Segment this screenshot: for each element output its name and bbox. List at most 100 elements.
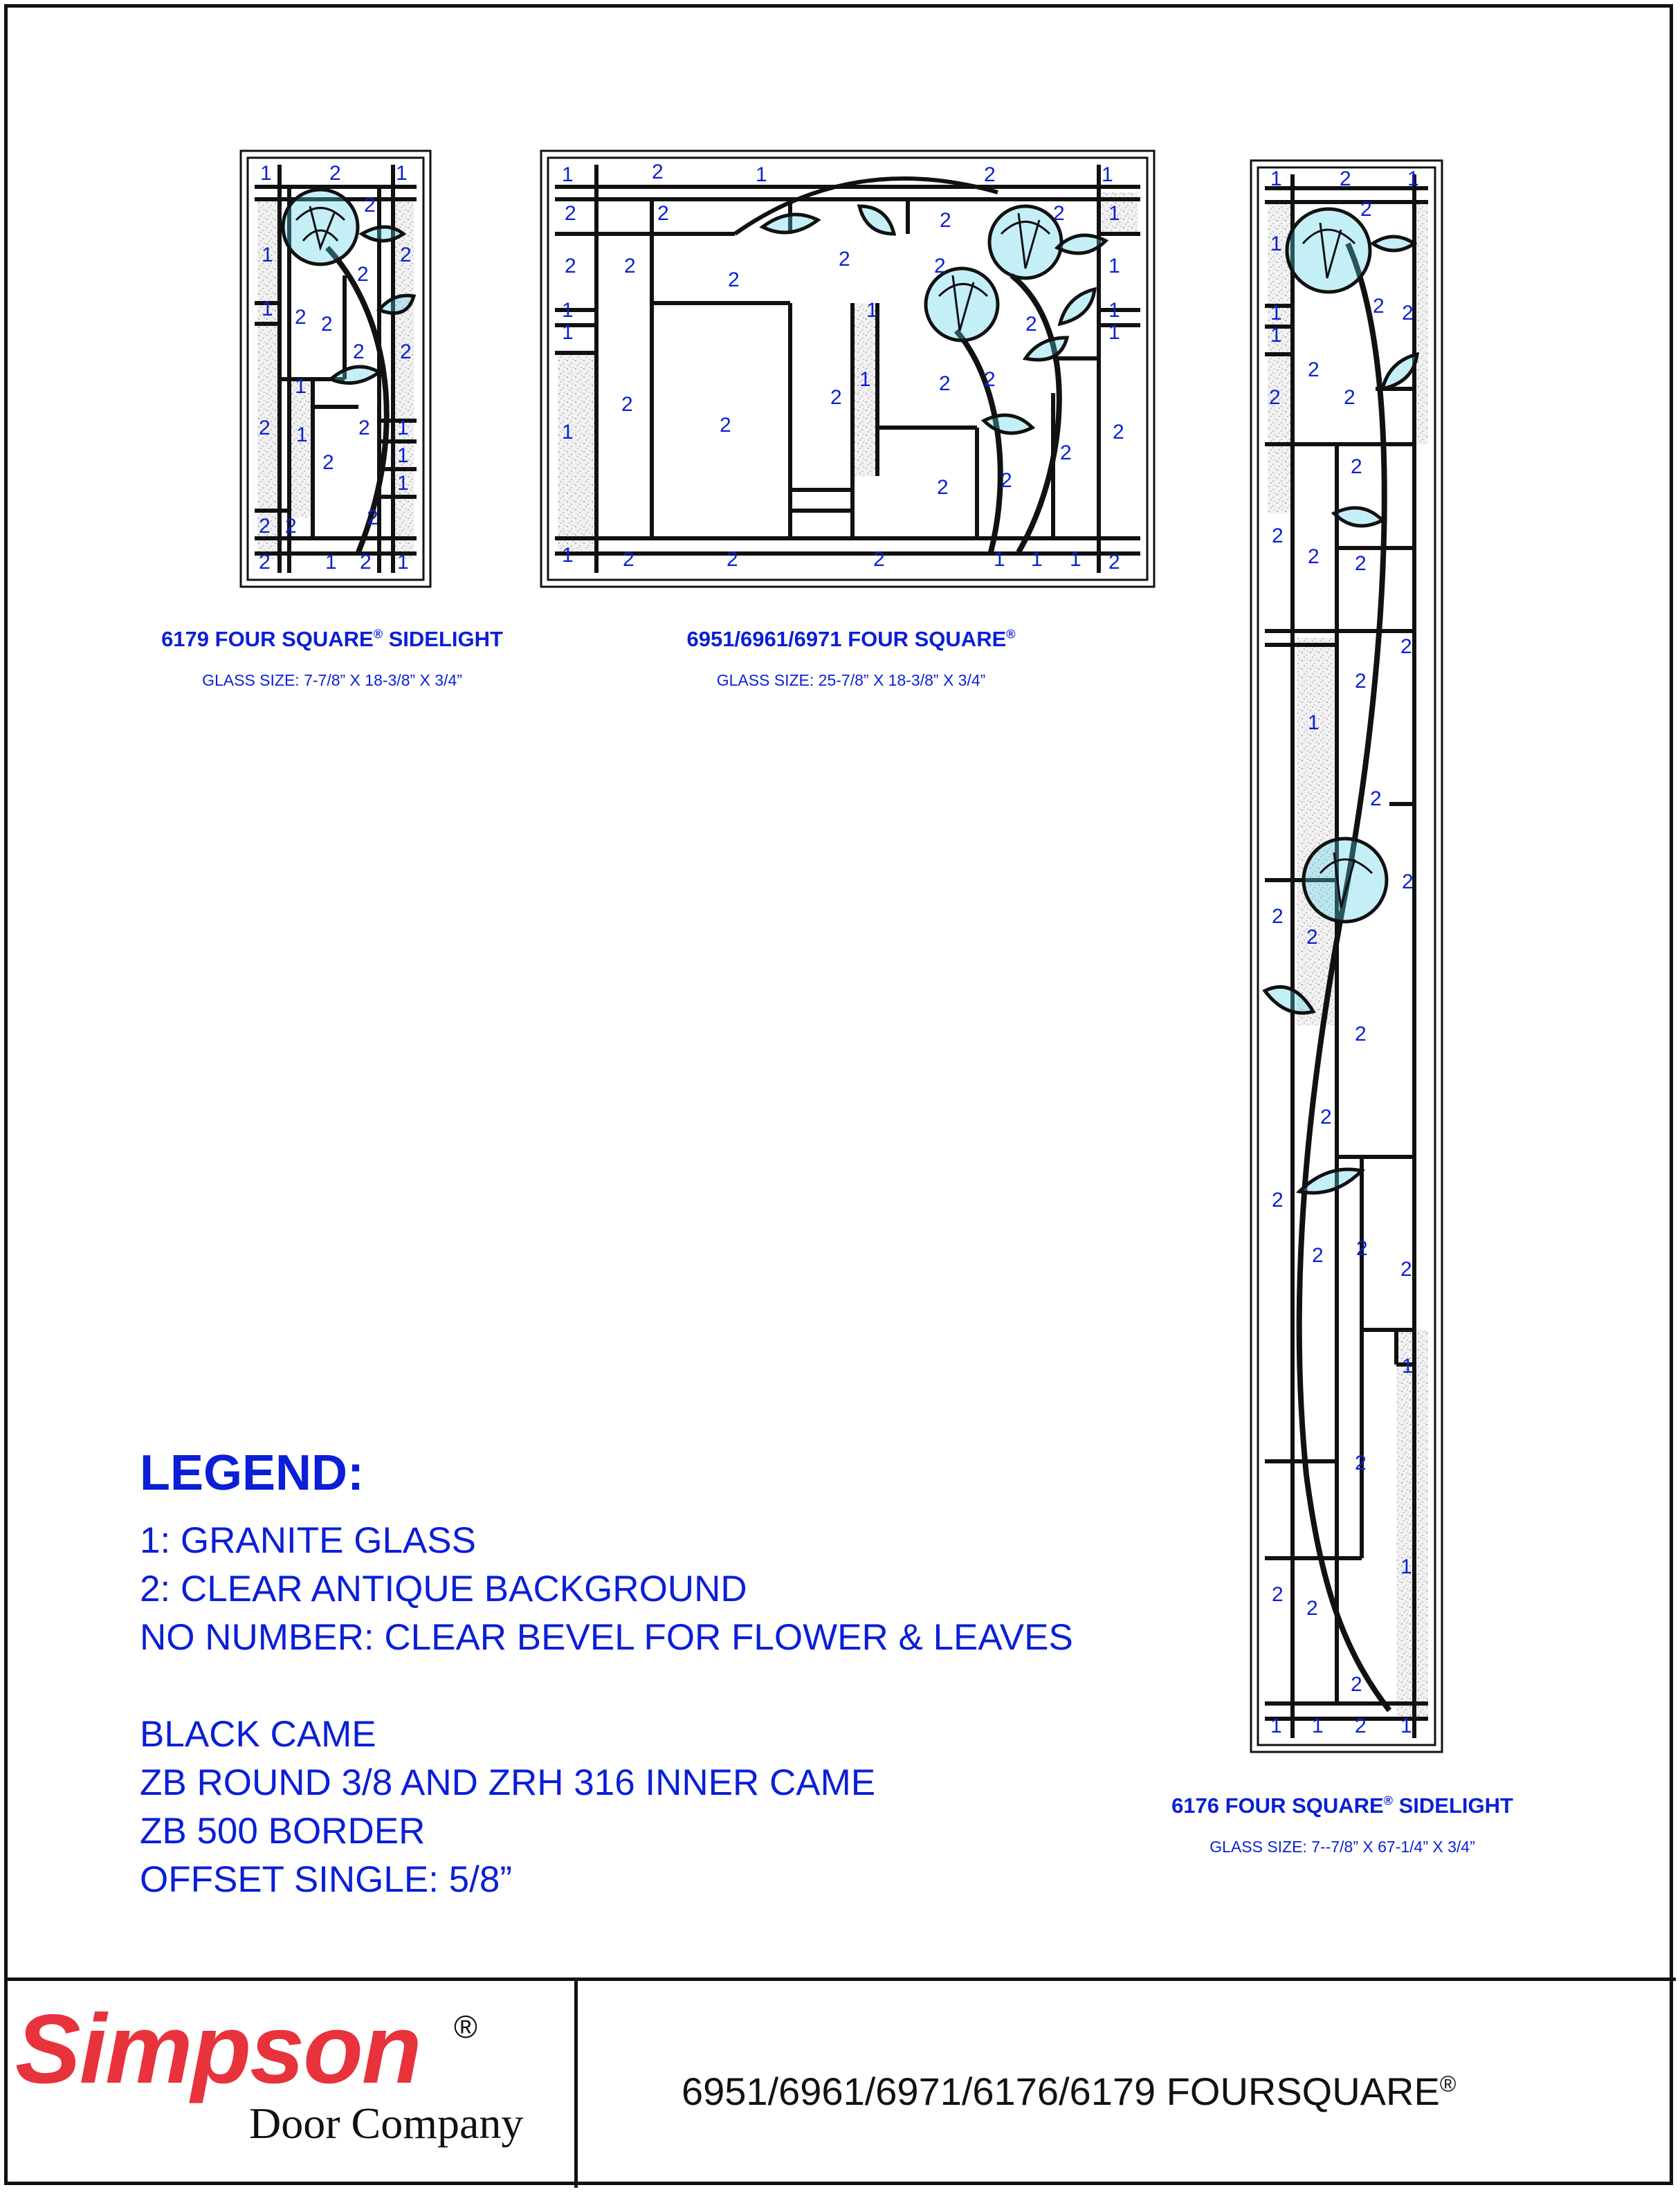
svg-text:2: 2 <box>937 476 949 499</box>
svg-text:2: 2 <box>1306 926 1318 949</box>
svg-text:1: 1 <box>397 417 409 439</box>
svg-text:2: 2 <box>728 268 740 291</box>
legend-line-inner-came: ZB ROUND 3/8 AND ZRH 316 INNER CAME <box>140 1762 876 1803</box>
svg-text:1: 1 <box>397 472 409 495</box>
drawing-border <box>4 4 1673 2185</box>
legend-line-granite: 1: GRANITE GLASS <box>140 1520 476 1561</box>
svg-text:2: 2 <box>1356 1237 1368 1260</box>
registered-mark: ® <box>1006 627 1016 641</box>
svg-text:1: 1 <box>1108 255 1120 277</box>
svg-text:1: 1 <box>1400 1715 1412 1737</box>
svg-text:2: 2 <box>1355 670 1367 693</box>
svg-text:2: 2 <box>1373 295 1385 318</box>
sidelight-6179-glass-labels: 1 2 1 1 2 2 1 2 2 2 2 2 1 2 1 2 2 1 1 1 … <box>259 162 412 574</box>
svg-text:1: 1 <box>1270 232 1282 255</box>
svg-text:1: 1 <box>262 244 273 266</box>
svg-text:2: 2 <box>1355 552 1367 575</box>
svg-text:2: 2 <box>295 306 307 329</box>
registered-mark: ® <box>1383 1793 1393 1808</box>
svg-text:2: 2 <box>321 313 333 336</box>
svg-text:2: 2 <box>367 506 378 529</box>
svg-text:1: 1 <box>756 163 767 186</box>
svg-text:2: 2 <box>1272 524 1284 547</box>
svg-text:1: 1 <box>994 548 1005 571</box>
svg-text:2: 2 <box>353 340 365 363</box>
caption-6176-suffix: SIDELIGHT <box>1398 1793 1513 1818</box>
svg-text:1: 1 <box>1270 1715 1282 1737</box>
sidelight-6179-drawing: 1 2 1 1 2 2 1 2 2 2 2 2 1 2 1 2 2 1 1 1 … <box>239 149 432 588</box>
svg-text:1: 1 <box>1270 324 1282 347</box>
caption-6951-title: 6951/6961/6971 FOUR SQUARE® <box>623 627 1079 652</box>
svg-text:2: 2 <box>1272 905 1284 928</box>
logo-subtitle: Door Company <box>249 2099 524 2148</box>
svg-text:1: 1 <box>1102 163 1113 186</box>
svg-text:1: 1 <box>562 299 574 322</box>
svg-text:2: 2 <box>360 551 372 574</box>
svg-text:1: 1 <box>1270 167 1282 190</box>
legend-line-offset: OFFSET SINGLE: 5/8” <box>140 1859 512 1900</box>
svg-text:2: 2 <box>1344 386 1355 409</box>
svg-text:1: 1 <box>1270 302 1282 325</box>
svg-text:2: 2 <box>934 255 946 277</box>
svg-text:2: 2 <box>984 368 996 391</box>
svg-text:2: 2 <box>1340 167 1351 190</box>
svg-text:1: 1 <box>866 299 878 322</box>
svg-text:2: 2 <box>358 417 370 439</box>
caption-6179-suffix: SIDELIGHT <box>388 627 503 651</box>
caption-6176-size: GLASS SIZE: 7--7/8” X 67-1/4” X 3/4” <box>1209 1838 1475 1856</box>
svg-text:1: 1 <box>859 368 871 391</box>
svg-text:2: 2 <box>1113 421 1124 444</box>
svg-text:1: 1 <box>295 375 307 398</box>
svg-text:2: 2 <box>1351 1673 1362 1696</box>
simpson-logo: Simpson <box>15 1994 422 2104</box>
svg-text:2: 2 <box>1269 386 1281 409</box>
svg-text:2: 2 <box>259 551 271 574</box>
svg-text:2: 2 <box>1400 635 1412 658</box>
transom-6951-glass-labels: 1 2 1 2 1 2 2 2 2 1 2 2 2 2 2 1 1 1 1 2 … <box>562 161 1124 574</box>
svg-text:2: 2 <box>1402 870 1414 893</box>
svg-text:1: 1 <box>397 551 409 574</box>
svg-text:2: 2 <box>1402 302 1414 325</box>
svg-text:2: 2 <box>1312 1244 1324 1267</box>
svg-text:1: 1 <box>1400 1555 1412 1578</box>
svg-text:1: 1 <box>562 163 574 186</box>
svg-text:1: 1 <box>1070 548 1081 571</box>
legend-line-clear: 2: CLEAR ANTIQUE BACKGROUND <box>140 1569 747 1609</box>
svg-text:1: 1 <box>1108 299 1120 322</box>
legend-line-bevel: NO NUMBER: CLEAR BEVEL FOR FLOWER & LEAV… <box>140 1617 1073 1658</box>
caption-6176-title: 6176 FOUR SQUARE® SIDELIGHT <box>1107 1793 1578 1818</box>
svg-text:2: 2 <box>1351 455 1362 478</box>
caption-6951-size: GLASS SIZE: 25-7/8” X 18-3/8” X 3/4” <box>716 671 986 689</box>
drawing-title-reg: ® <box>1439 2071 1457 2097</box>
svg-text:2: 2 <box>720 414 731 437</box>
svg-text:2: 2 <box>400 340 412 363</box>
svg-text:1: 1 <box>562 321 574 344</box>
svg-text:2: 2 <box>322 451 334 474</box>
caption-6179-size: GLASS SIZE: 7-7/8” X 18-3/8” X 3/4” <box>202 671 462 689</box>
svg-text:2: 2 <box>1001 469 1012 492</box>
svg-text:1: 1 <box>562 544 574 567</box>
title-block-separator <box>574 1978 578 2188</box>
svg-text:1: 1 <box>1312 1715 1324 1737</box>
legend-title: LEGEND: <box>140 1445 364 1501</box>
svg-text:1: 1 <box>1402 1355 1414 1378</box>
svg-text:2: 2 <box>1053 202 1065 225</box>
svg-text:2: 2 <box>939 372 951 395</box>
svg-text:1: 1 <box>397 444 409 467</box>
drawing-title-text: 6951/6961/6971/6176/6179 FOURSQUARE <box>682 2070 1440 2113</box>
svg-text:2: 2 <box>1355 1452 1367 1474</box>
svg-text:1: 1 <box>296 423 308 446</box>
svg-text:2: 2 <box>830 386 842 409</box>
svg-text:2: 2 <box>565 255 576 277</box>
legend-line-came: BLACK CAME <box>140 1714 376 1755</box>
svg-text:2: 2 <box>984 163 996 186</box>
svg-text:2: 2 <box>285 515 297 538</box>
svg-text:1: 1 <box>1308 711 1320 734</box>
caption-6176-name: 6176 FOUR SQUARE <box>1171 1793 1384 1818</box>
svg-text:2: 2 <box>1355 1023 1367 1045</box>
svg-text:2: 2 <box>624 255 636 277</box>
svg-text:2: 2 <box>839 248 850 271</box>
svg-text:2: 2 <box>259 417 271 439</box>
svg-text:2: 2 <box>1025 313 1037 336</box>
title-block-divider <box>4 1978 1676 1981</box>
